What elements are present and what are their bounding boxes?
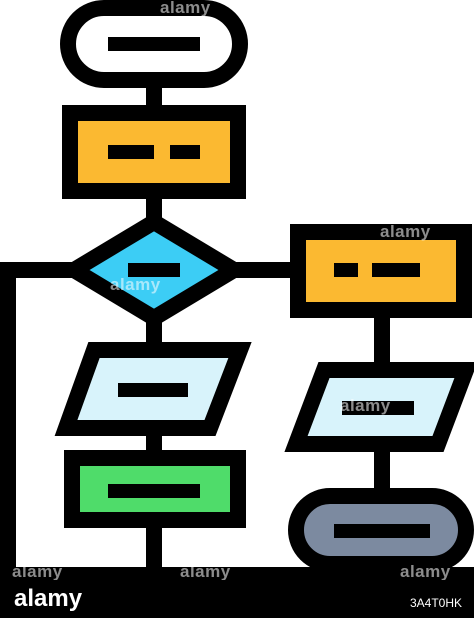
- text-placeholder-bar: [128, 263, 180, 277]
- watermark-text: alamy: [380, 222, 431, 241]
- watermark-text: alamy: [180, 562, 231, 581]
- text-placeholder-bar: [372, 263, 420, 277]
- process-box-shape: [62, 105, 246, 199]
- text-placeholder-bar: [108, 37, 200, 51]
- text-placeholder-bar: [342, 401, 414, 415]
- flowchart-nodes: [54, 0, 474, 572]
- watermark-text: alamy: [110, 275, 161, 294]
- text-placeholder-bar: [170, 145, 200, 159]
- flowchart-icon: [0, 0, 474, 580]
- watermark-text: alamy: [12, 562, 63, 581]
- watermark-footer-bar: [0, 580, 474, 618]
- watermark-text: alamy: [340, 396, 391, 415]
- text-placeholder-bar: [118, 383, 188, 397]
- image-code: 3A4T0HK: [409, 596, 462, 610]
- text-placeholder-bar: [108, 145, 154, 159]
- watermark-logo: alamy: [14, 585, 83, 612]
- text-placeholder-bar: [108, 484, 200, 498]
- flowchart-connectors: [0, 72, 474, 580]
- text-placeholder-bar: [334, 263, 358, 277]
- watermark-text: alamy: [160, 0, 211, 17]
- text-placeholder-bar: [334, 524, 430, 538]
- watermark-text: alamy: [400, 562, 451, 581]
